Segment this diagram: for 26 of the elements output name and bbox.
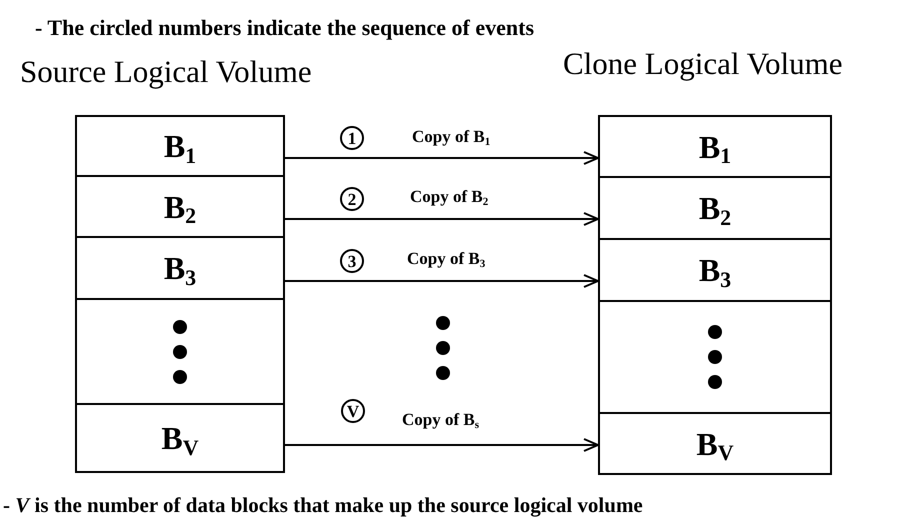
ellipsis-cell [75, 298, 285, 405]
callout-number: 3 [340, 249, 364, 273]
callout-number: 1 [340, 126, 364, 150]
data-block-cell: B$_{2}$ [75, 175, 285, 238]
data-block-cell: B$_{V}$ [598, 412, 832, 475]
note-text: - The circled numbers indicate the sequence of events [35, 14, 534, 42]
note-text: - V is the number of data blocks that make up the source logical volume [3, 492, 643, 518]
callout-number: V [341, 399, 365, 423]
arrow [285, 212, 599, 226]
edge-label: Copy of B$_{2}$ [408, 188, 490, 205]
data-block-cell: B$_{V}$ [75, 403, 285, 473]
arrow [285, 274, 599, 288]
data-block-cell: B$_{3}$ [75, 236, 285, 300]
arrow [285, 438, 599, 452]
edge-label: Copy of B$_{3}$ [405, 250, 488, 267]
data-block-cell: B$_{2}$ [598, 176, 832, 240]
callout-number: 2 [340, 187, 364, 211]
arrow [285, 151, 599, 165]
data-block-cell: B$_{3}$ [598, 238, 832, 302]
ellipsis-cell [598, 300, 832, 414]
data-block-cell: B$_{1}$ [598, 115, 832, 178]
edge-label: Copy of B$_{1}$ [410, 128, 492, 145]
data-block-cell: B$_{1}$ [75, 115, 285, 177]
edge-label: Copy of B$_{s}$ [400, 411, 482, 428]
volume-heading: Source Logical Volume [20, 56, 312, 87]
volume-heading: Clone Logical Volume [563, 48, 843, 79]
